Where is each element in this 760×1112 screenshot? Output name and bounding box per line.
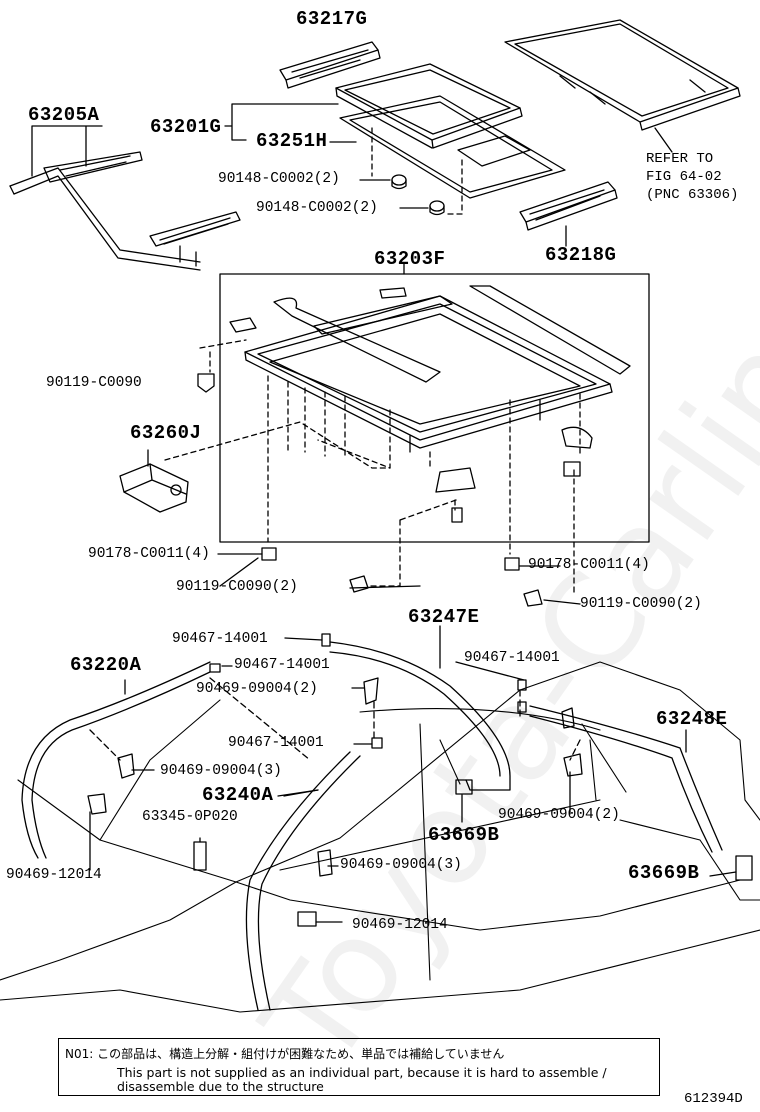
refer-line-1: REFER TO bbox=[646, 151, 714, 167]
part-63240a-label[interactable]: 63240A bbox=[202, 784, 274, 806]
dashed-leaders-63203f bbox=[164, 339, 581, 595]
part-63248e-label[interactable]: 63248E bbox=[656, 708, 728, 730]
part-90178-c0011-label-a[interactable]: 90178-C0011(4) bbox=[88, 546, 210, 562]
hose-63247e-drawing bbox=[329, 641, 511, 791]
part-90469-09004-label-a[interactable]: 90469-09004(2) bbox=[196, 681, 318, 697]
motor-63260j-drawing bbox=[119, 463, 189, 513]
part-90119-c0090-label-b[interactable]: 90119-C0090(2) bbox=[176, 579, 298, 595]
frame-63205a-drawing bbox=[9, 151, 241, 271]
note-japanese: N01: この部品は、構造上分解・組付けが困難なため、単品では補給していません bbox=[65, 1047, 505, 1061]
part-90469-09004-label-d[interactable]: 90469-09004(3) bbox=[340, 857, 462, 873]
part-63247e-label[interactable]: 63247E bbox=[408, 606, 480, 628]
refer-leader-line bbox=[654, 127, 673, 153]
dashed-leaders-lower bbox=[89, 677, 581, 761]
refer-line-2[interactable]: FIG 64-02 bbox=[646, 169, 722, 185]
part-90467-14001-label-b[interactable]: 90467-14001 bbox=[234, 657, 330, 673]
part-63251h-label[interactable]: 63251H bbox=[256, 130, 328, 152]
glass-63201g-drawing bbox=[335, 63, 523, 149]
refer-note: REFER TO FIG 64-02 (PNC 63306) bbox=[646, 150, 738, 204]
supply-note-box: N01: この部品は、構造上分解・組付けが困難なため、単品では補給していません … bbox=[58, 1038, 660, 1096]
part-90119-c0090-label-a[interactable]: 90119-C0090 bbox=[46, 375, 142, 391]
rail-63217g-drawing bbox=[279, 41, 381, 89]
part-90148-c0002-label-2[interactable]: 90148-C0002(2) bbox=[256, 200, 378, 216]
part-90467-14001-label-a[interactable]: 90467-14001 bbox=[172, 631, 268, 647]
refer-line-3: (PNC 63306) bbox=[646, 187, 739, 203]
part-90469-12014-label-a[interactable]: 90469-12014 bbox=[6, 867, 102, 883]
hose-63248e-drawing bbox=[529, 705, 723, 853]
bolt-90148-drawing bbox=[391, 174, 445, 216]
car-body-outline bbox=[0, 661, 760, 1013]
weatherstrip-63251h-drawing bbox=[339, 95, 566, 199]
note-english-line-2: disassemble due to the structure bbox=[117, 1079, 324, 1094]
part-90469-12014-label-b[interactable]: 90469-12014 bbox=[352, 917, 448, 933]
part-63217g-label[interactable]: 63217G bbox=[296, 8, 368, 30]
part-63201g-label[interactable]: 63201G bbox=[150, 116, 222, 138]
part-90148-c0002-label-1[interactable]: 90148-C0002(2) bbox=[218, 171, 340, 187]
part-63669b-label-b[interactable]: 63669B bbox=[628, 862, 700, 884]
part-90469-09004-label-c[interactable]: 90469-09004(2) bbox=[498, 807, 620, 823]
part-63218g-label[interactable]: 63218G bbox=[545, 244, 617, 266]
hose-63220a-drawing bbox=[21, 661, 211, 859]
leader-lines-lower bbox=[89, 637, 737, 923]
part-63203f-label[interactable]: 63203F bbox=[374, 248, 446, 270]
part-63345-0p020-label[interactable]: 63345-0P020 bbox=[142, 809, 238, 825]
rail-63218g-drawing bbox=[519, 181, 618, 231]
figure-id: 612394D bbox=[684, 1091, 743, 1107]
part-90467-14001-label-d[interactable]: 90467-14001 bbox=[228, 735, 324, 751]
housing-63203f-drawing bbox=[229, 285, 631, 493]
part-90467-14001-label-c[interactable]: 90467-14001 bbox=[464, 650, 560, 666]
part-63220a-label[interactable]: 63220A bbox=[70, 654, 142, 676]
small-fasteners-drawing bbox=[197, 373, 581, 607]
part-90469-09004-label-b[interactable]: 90469-09004(3) bbox=[160, 763, 282, 779]
assembly-63203f-box bbox=[219, 273, 650, 543]
part-90178-c0011-label-b[interactable]: 90178-C0011(4) bbox=[528, 557, 650, 573]
part-90119-c0090-label-c[interactable]: 90119-C0090(2) bbox=[580, 596, 702, 612]
sunshade-panel-drawing bbox=[504, 19, 741, 131]
part-63669b-label-a[interactable]: 63669B bbox=[428, 824, 500, 846]
part-63205a-label[interactable]: 63205A bbox=[28, 104, 100, 126]
note-english-line-1: This part is not supplied as an individu… bbox=[117, 1065, 607, 1080]
part-63260j-label[interactable]: 63260J bbox=[130, 422, 202, 444]
